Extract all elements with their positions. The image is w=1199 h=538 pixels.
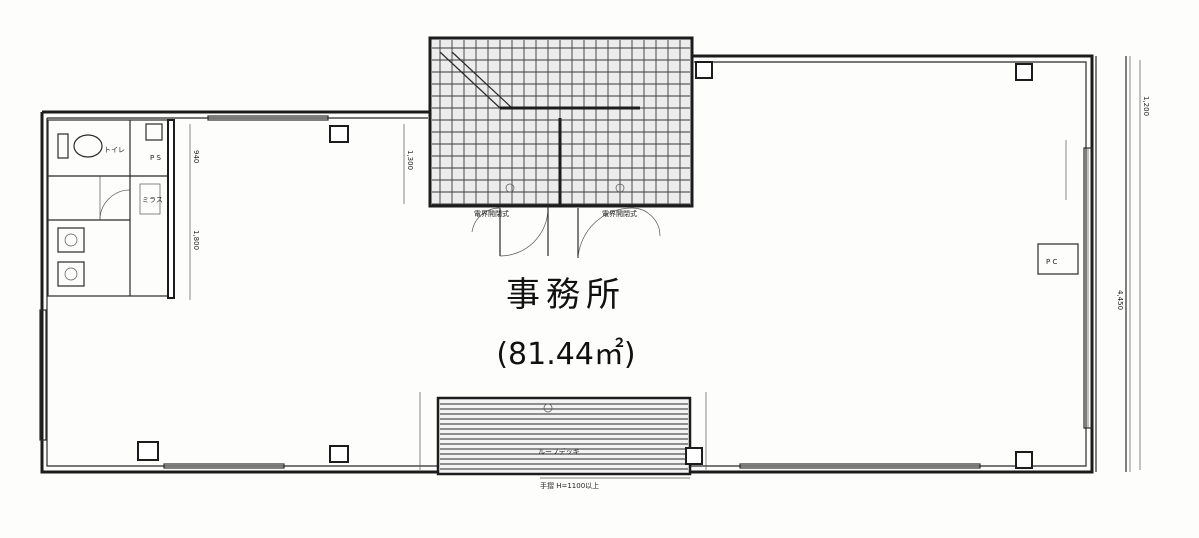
fixture-label: ミラス [142,196,163,204]
columns [137,61,1033,469]
entrance-doors [471,206,661,259]
bottom-window [163,463,285,469]
dim-4450: 4,450 [1116,290,1124,310]
top-window [207,115,329,121]
room-name: 事務所 [506,275,626,315]
dim-1200: 1,200 [1142,96,1150,116]
pc-label: P C [1046,258,1057,266]
core-block [428,36,694,208]
dim-1300: 1,300 [406,150,414,170]
ps-label: P S [150,154,161,162]
rail-label: 手摺 H=1100以上 [540,481,599,490]
dimension-lines [189,60,1141,479]
dim-1800: 1,800 [192,230,200,250]
roof-deck [436,396,692,476]
toilet-area [47,119,175,299]
dim-940: 940 [192,150,200,163]
door-left-label: 電界開閉式 [474,209,509,218]
bottom-window-right [739,463,981,469]
left-window [39,309,47,441]
right-window [1083,56,1131,472]
pc-box [1037,243,1079,275]
exterior-wall-inner [46,61,1087,467]
room-area: (81.44㎡) [496,337,635,372]
deck-label: ルーフデッキ [538,447,580,456]
toilet-label: トイレ [104,146,125,154]
exterior-wall [40,54,1094,474]
door-right-label: 電界開閉式 [602,209,637,218]
